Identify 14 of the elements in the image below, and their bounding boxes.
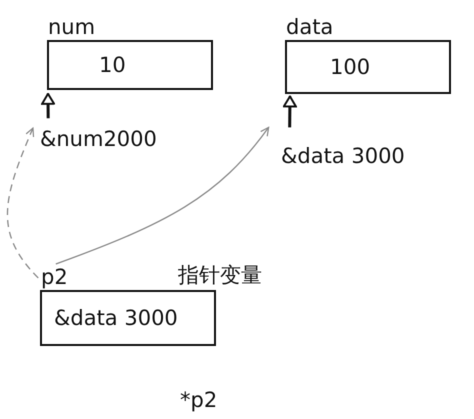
address-label: &data 3000 bbox=[281, 144, 405, 168]
pointer-dereference: *p2 bbox=[180, 387, 218, 413]
variable-name: p2 bbox=[41, 264, 68, 290]
variable-value: 100 bbox=[330, 54, 370, 80]
variable-value: 10 bbox=[99, 52, 126, 78]
note-text: 指针变量 bbox=[178, 262, 262, 288]
variable-value: &data 3000 bbox=[54, 305, 178, 331]
arrow bbox=[56, 126, 270, 265]
variable-name: data bbox=[286, 14, 334, 40]
arrow bbox=[41, 92, 56, 118]
arrow bbox=[282, 95, 297, 128]
arrow bbox=[6, 127, 39, 278]
variable-name: num bbox=[48, 14, 96, 40]
address-label: &num2000 bbox=[40, 127, 157, 151]
